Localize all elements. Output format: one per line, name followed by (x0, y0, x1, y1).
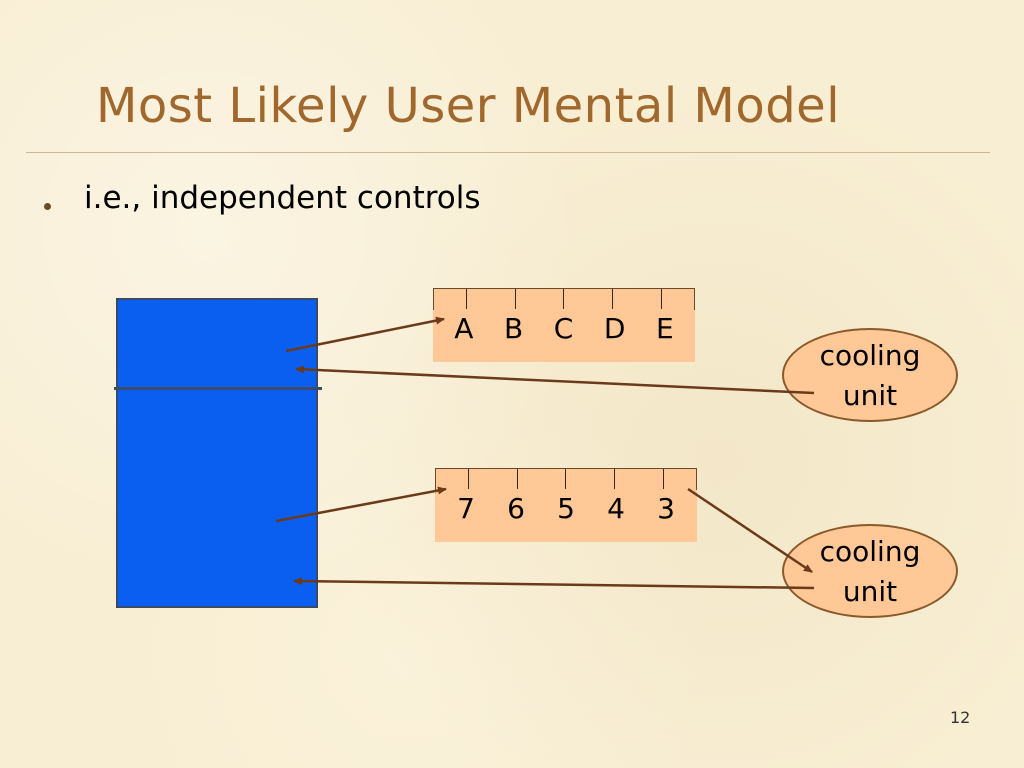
refrigerator-freezer-divider (114, 387, 322, 390)
cooling-unit-bottom: cooling unit (782, 524, 958, 618)
dial-ticks (435, 468, 697, 490)
tick-mark (612, 289, 614, 309)
tick-mark (565, 469, 567, 489)
fresh-food-control-dial[interactable]: 7 6 5 4 3 (435, 468, 697, 542)
cooling-unit-label-line2: unit (842, 575, 898, 608)
tick-mark (467, 469, 469, 489)
bullet-text: i.e., independent controls (84, 180, 481, 216)
dial-label-e: E (655, 312, 674, 345)
arrow-cooling-to-freezer (295, 365, 815, 395)
dial-label-7: 7 (457, 492, 475, 525)
tick-mark (465, 289, 467, 309)
dial-ticks (433, 288, 695, 310)
page-number: 12 (950, 708, 971, 727)
tick-mark (663, 469, 665, 489)
tick-mark (661, 289, 663, 309)
tick-mark (563, 289, 565, 309)
dial-label-d: D (603, 312, 626, 345)
cooling-unit-top: cooling unit (782, 328, 958, 422)
dial-label-3: 3 (657, 492, 675, 525)
tick-mark (514, 289, 516, 309)
arrow-fresh-food-to-bottom-dial (275, 486, 447, 523)
arrow-freezer-to-top-dial (285, 316, 445, 353)
arrow-bottom-dial-to-cooling (687, 487, 813, 574)
tick-mark (516, 469, 518, 489)
slide-title: Most Likely User Mental Model (96, 78, 841, 134)
dial-label-5: 5 (557, 492, 575, 525)
title-divider (26, 152, 990, 153)
dial-label-4: 4 (607, 492, 625, 525)
dial-label-c: C (553, 312, 574, 345)
dial-label-b: B (503, 312, 524, 345)
refrigerator-body (116, 298, 318, 608)
cooling-unit-label-line2: unit (842, 379, 898, 412)
tick-mark (614, 469, 616, 489)
dial-label-6: 6 (507, 492, 525, 525)
dial-label-a: A (454, 312, 474, 345)
bullet-dot-icon (44, 203, 51, 210)
freezer-control-dial[interactable]: A B C D E (433, 288, 695, 362)
cooling-unit-label-line1: cooling (819, 339, 921, 372)
cooling-unit-label-line1: cooling (819, 535, 921, 568)
arrow-cooling-to-fresh-food (293, 577, 815, 590)
